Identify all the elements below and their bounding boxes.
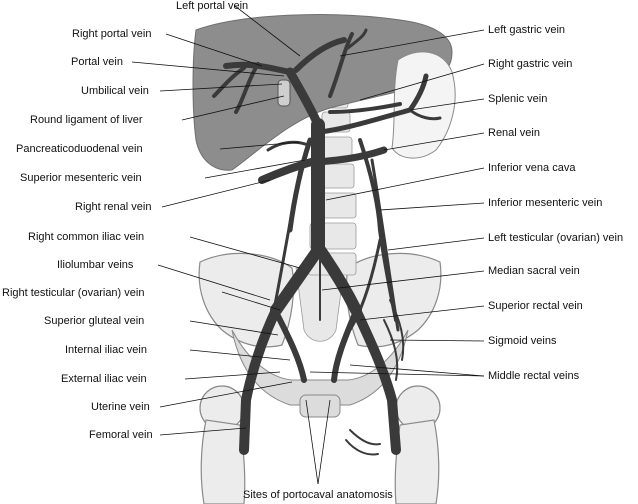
label-uterine-vein: Uterine vein bbox=[91, 401, 150, 413]
label-internal-iliac-vein: Internal iliac vein bbox=[65, 344, 147, 356]
labels-left: Left portal vein Right portal vein Porta… bbox=[2, 0, 248, 441]
label-renal-vein: Renal vein bbox=[488, 127, 540, 139]
label-umbilical-vein: Umbilical vein bbox=[81, 85, 149, 97]
label-right-portal-vein: Right portal vein bbox=[72, 28, 152, 40]
label-middle-rectal-veins: Middle rectal veins bbox=[488, 370, 580, 382]
label-left-gastric-vein: Left gastric vein bbox=[488, 24, 565, 36]
liver bbox=[192, 14, 453, 171]
label-sites-portocaval: Sites of portocaval anatomosis bbox=[243, 489, 393, 501]
label-right-testicular-vein: Right testicular (ovarian) vein bbox=[2, 287, 144, 299]
pubic-symphysis bbox=[299, 394, 341, 418]
label-left-testicular-vein: Left testicular (ovarian) vein bbox=[488, 232, 623, 244]
left-femur bbox=[394, 419, 440, 504]
label-round-ligament: Round ligament of liver bbox=[30, 114, 143, 126]
label-portal-vein: Portal vein bbox=[71, 56, 123, 68]
label-sigmoid-veins: Sigmoid veins bbox=[488, 335, 557, 347]
venous-system bbox=[212, 28, 442, 456]
label-external-iliac-vein: External iliac vein bbox=[61, 373, 147, 385]
label-inferior-mesenteric-vein: Inferior mesenteric vein bbox=[488, 197, 602, 209]
label-superior-mesenteric-vein: Superior mesenteric vein bbox=[20, 172, 142, 184]
label-superior-gluteal-vein: Superior gluteal vein bbox=[44, 315, 144, 327]
label-superior-rectal-vein: Superior rectal vein bbox=[488, 300, 583, 312]
leader-lines bbox=[131, 5, 485, 485]
label-pancreaticoduodenal-vein: Pancreaticoduodenal vein bbox=[16, 143, 143, 155]
label-median-sacral-vein: Median sacral vein bbox=[488, 265, 580, 277]
stomach-outline bbox=[391, 51, 456, 159]
pelvic-ring bbox=[231, 329, 409, 406]
right-femur bbox=[200, 419, 246, 504]
label-inferior-vena-cava: Inferior vena cava bbox=[488, 162, 576, 174]
labels-right: Left gastric vein Right gastric vein Spl… bbox=[488, 24, 623, 382]
label-splenic-vein: Splenic vein bbox=[488, 93, 547, 105]
label-right-common-iliac-vein: Right common iliac vein bbox=[28, 231, 144, 243]
label-femoral-vein: Femoral vein bbox=[89, 429, 153, 441]
label-left-portal-vein: Left portal vein bbox=[176, 0, 248, 12]
label-iliolumbar-veins: Iliolumbar veins bbox=[57, 259, 134, 271]
label-right-gastric-vein: Right gastric vein bbox=[488, 58, 572, 70]
label-right-renal-vein: Right renal vein bbox=[75, 201, 151, 213]
